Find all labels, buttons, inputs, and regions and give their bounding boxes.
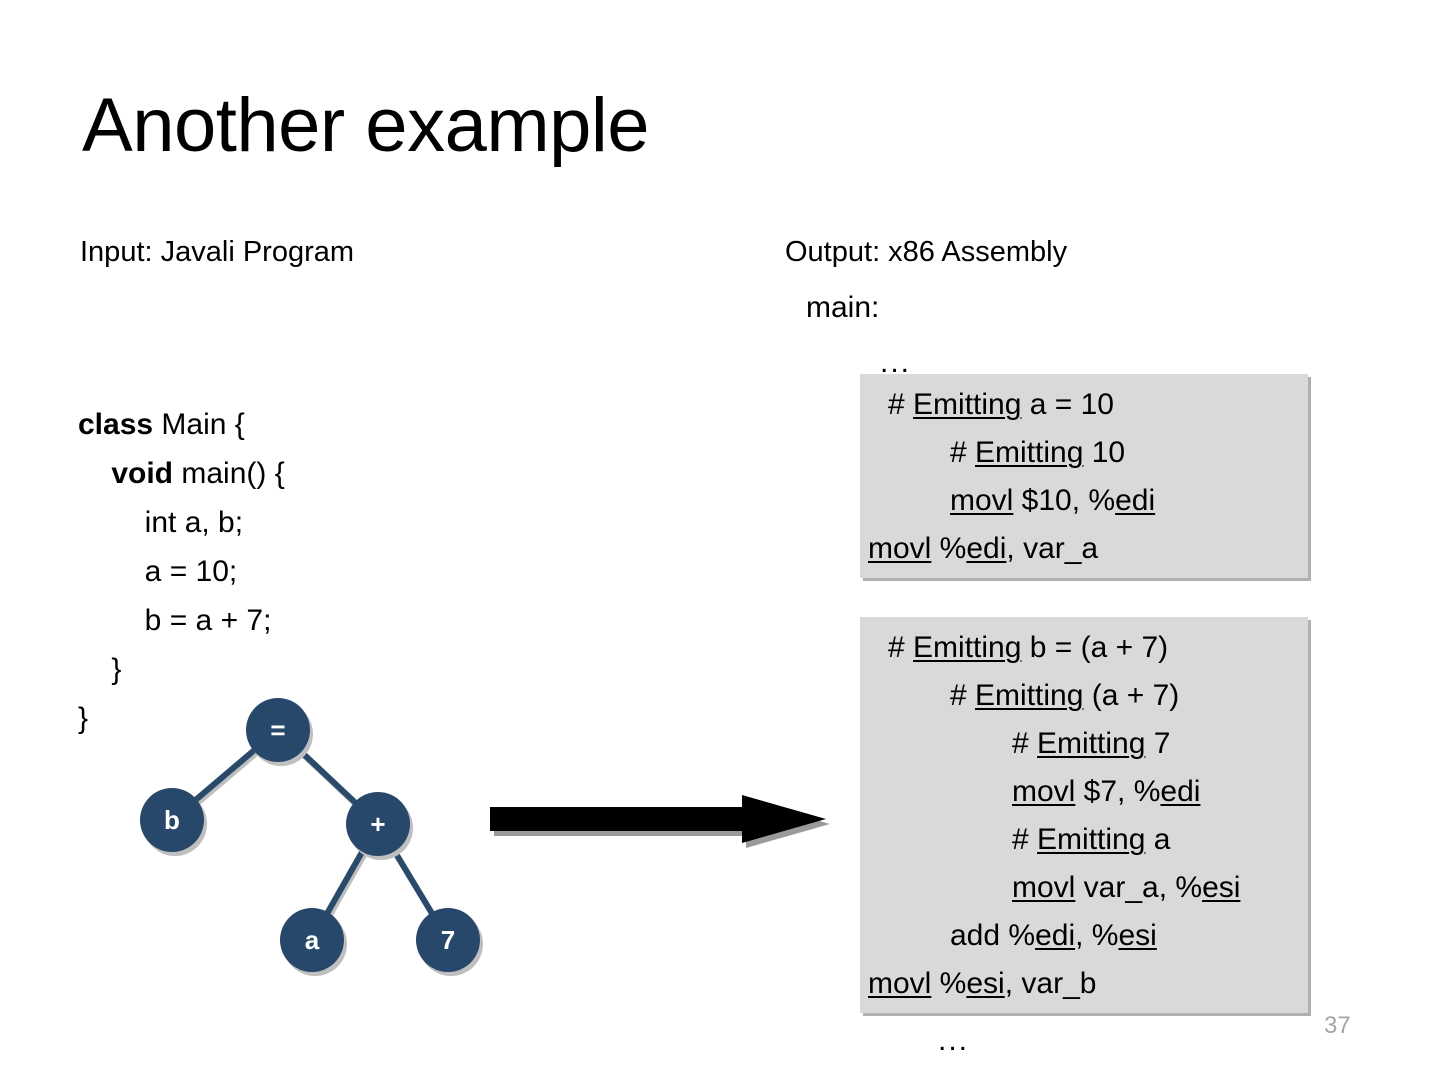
assembly-token: a [1145, 823, 1171, 856]
assembly-token-underlined: Emitting [913, 388, 1022, 421]
input-heading-rest: : Javali Program [144, 236, 355, 268]
assembly-code-box-2: # Emitting b = (a + 7)# Emitting (a + 7)… [860, 617, 1308, 1013]
assembly-token: # [1012, 823, 1038, 856]
assembly-token: # [950, 436, 976, 469]
assembly-main-label: main: [806, 291, 880, 324]
ast-node[interactable]: a [280, 908, 347, 976]
assembly-token-underlined: Emitting [1037, 727, 1146, 760]
code-text: int a, b; [78, 506, 244, 539]
assembly-token-underlined: Emitting [1037, 823, 1146, 856]
assembly-token: 10 [1083, 436, 1126, 469]
ast-node[interactable]: b [140, 788, 207, 856]
assembly-token-underlined: movl [868, 967, 932, 1000]
ast-node-circle [346, 792, 410, 856]
code-text: Main { [153, 408, 245, 441]
assembly-line: # Emitting 7 [860, 720, 1308, 768]
code-line: } [78, 694, 285, 743]
assembly-token: 7 [1145, 727, 1171, 760]
assembly-token-underlined: edi [1160, 775, 1201, 808]
assembly-token-underlined: edi [1115, 484, 1156, 517]
code-text: a = 10; [78, 555, 238, 588]
output-column-heading: Output: x86 Assembly [785, 238, 1067, 267]
code-text: } [78, 653, 122, 686]
code-line: void main() { [78, 449, 285, 498]
ast-node-circle [246, 698, 310, 762]
assembly-token: , var_a [1006, 532, 1099, 565]
ast-node[interactable]: 7 [416, 908, 483, 976]
assembly-token: # [950, 679, 976, 712]
assembly-line: # Emitting b = (a + 7) [860, 624, 1308, 672]
page-title: Another example [82, 83, 650, 168]
assembly-token: % [931, 532, 967, 565]
code-line: a = 10; [78, 547, 285, 596]
ast-node-label: = [270, 715, 285, 745]
code-text: main() { [173, 457, 285, 490]
ast-node[interactable]: + [346, 792, 413, 860]
transform-arrow-icon [490, 795, 830, 848]
assembly-token-underlined: esi [1202, 871, 1241, 904]
input-column-heading: Input: Javali Program [80, 238, 354, 267]
code-text: b = a + 7; [78, 604, 272, 637]
assembly-line: movl %esi, var_b [860, 960, 1308, 1008]
assembly-token: # [888, 631, 914, 664]
assembly-token-underlined: esi [966, 967, 1005, 1000]
code-line: } [78, 645, 285, 694]
assembly-line: movl $7, %edi [860, 768, 1308, 816]
ast-node-circle [140, 788, 204, 852]
code-line: int a, b; [78, 498, 285, 547]
assembly-ellipsis-top: ... [880, 346, 912, 379]
assembly-line: add %edi, %esi [860, 912, 1308, 960]
ast-node-circle [416, 908, 480, 972]
assembly-line: movl $10, %edi [860, 477, 1308, 525]
assembly-token-underlined: movl [950, 484, 1014, 517]
ast-node[interactable]: = [246, 698, 313, 766]
page-number: 37 [1324, 1012, 1351, 1039]
ast-node-circle [280, 908, 344, 972]
assembly-line: # Emitting a [860, 816, 1308, 864]
assembly-token: , % [1075, 919, 1119, 952]
assembly-token-underlined: Emitting [975, 679, 1084, 712]
assembly-token-underlined: Emitting [913, 631, 1022, 664]
assembly-token-underlined: Emitting [975, 436, 1084, 469]
assembly-line: movl %edi, var_a [860, 525, 1308, 573]
ast-node-label: b [164, 805, 180, 835]
code-keyword: class [78, 408, 154, 441]
code-line: class Main { [78, 400, 285, 449]
assembly-line: # Emitting a = 10 [860, 381, 1308, 429]
assembly-token: $7, % [1075, 775, 1161, 808]
code-line: b = a + 7; [78, 596, 285, 645]
assembly-token: % [931, 967, 967, 1000]
assembly-token: , var_b [1004, 967, 1097, 1000]
assembly-token: var_a, % [1075, 871, 1203, 904]
code-keyword: void [78, 457, 174, 490]
assembly-token: $10, % [1013, 484, 1116, 517]
output-heading-rest: : x86 Assembly [872, 236, 1068, 268]
code-text: } [78, 702, 89, 735]
assembly-token: a = 10 [1021, 388, 1114, 421]
output-heading-lead: Output [785, 236, 873, 268]
assembly-token: # [1012, 727, 1038, 760]
assembly-token-underlined: edi [966, 532, 1007, 565]
ast-node-label: 7 [441, 925, 455, 955]
assembly-token: # [888, 388, 914, 421]
assembly-token-underlined: movl [1012, 775, 1076, 808]
javali-source-code: class Main { void main() { int a, b; a =… [78, 400, 285, 743]
assembly-line: # Emitting 10 [860, 429, 1308, 477]
ast-node-label: a [305, 925, 320, 955]
assembly-token: add % [950, 919, 1036, 952]
input-heading-lead: Input [80, 236, 145, 268]
assembly-line: # Emitting (a + 7) [860, 672, 1308, 720]
ast-tree-diagram: = b + a 7 [140, 698, 483, 976]
assembly-ellipsis-bottom: ... [938, 1024, 970, 1057]
assembly-token: b = (a + 7) [1021, 631, 1169, 664]
ast-node-label: + [370, 809, 385, 839]
assembly-token-underlined: esi [1118, 919, 1157, 952]
assembly-line: movl var_a, %esi [860, 864, 1308, 912]
assembly-token-underlined: movl [868, 532, 932, 565]
assembly-token: (a + 7) [1083, 679, 1180, 712]
assembly-token-underlined: edi [1035, 919, 1076, 952]
assembly-token-underlined: movl [1012, 871, 1076, 904]
